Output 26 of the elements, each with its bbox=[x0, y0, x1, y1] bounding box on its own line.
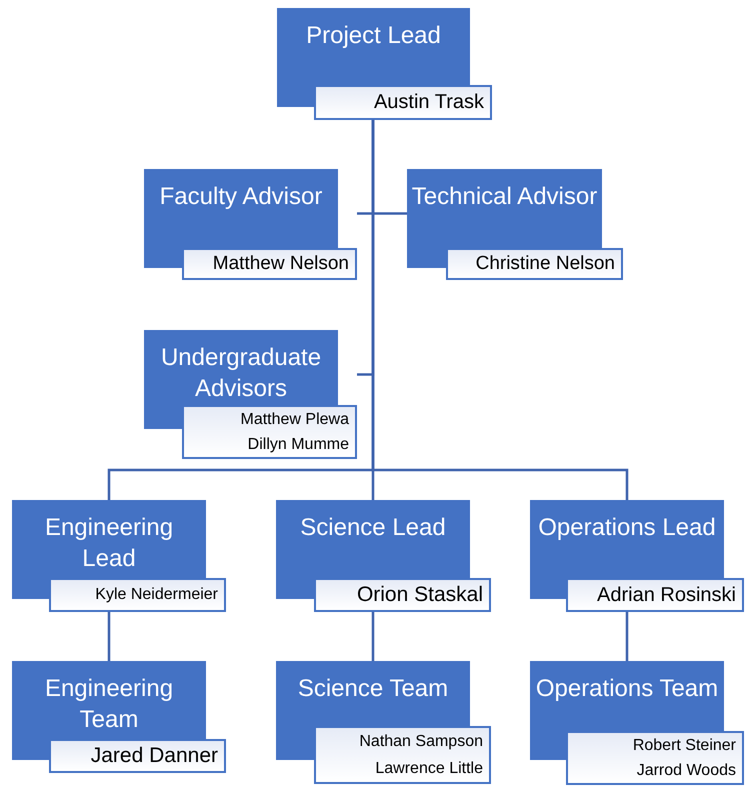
role-title: Engineering Lead bbox=[44, 513, 174, 574]
person-name: Matthew Plewa bbox=[240, 410, 349, 430]
role-title: Engineering Team bbox=[44, 674, 174, 735]
role-title: Project Lead bbox=[306, 21, 441, 51]
connector-line bbox=[626, 612, 628, 661]
person-name: Jared Danner bbox=[90, 742, 218, 769]
role-title: Science Lead bbox=[300, 513, 446, 543]
role-title: Technical Advisor bbox=[412, 182, 598, 212]
person-name: Austin Trask bbox=[374, 90, 484, 115]
person-name: Kyle Neidermeier bbox=[95, 585, 218, 605]
person-name: Christine Nelson bbox=[476, 252, 615, 276]
role-title: Faculty Advisor bbox=[160, 182, 322, 212]
person-name: Nathan Sampson bbox=[359, 732, 483, 752]
role-title: Operations Lead bbox=[538, 513, 716, 543]
person-name: Orion Staskal bbox=[356, 582, 483, 608]
person-name: Jarrod Woods bbox=[636, 760, 736, 780]
person-name: Matthew Nelson bbox=[212, 252, 349, 276]
role-title: Undergraduate Advisors bbox=[160, 343, 322, 404]
role-title: Science Team bbox=[298, 674, 448, 704]
person-name: Adrian Rosinski bbox=[597, 582, 736, 608]
connector-line bbox=[372, 612, 374, 661]
person-name: Lawrence Little bbox=[375, 758, 483, 778]
connector-line bbox=[108, 612, 110, 661]
person-name: Dillyn Mumme bbox=[248, 434, 349, 454]
role-title: Operations Team bbox=[536, 674, 718, 704]
person-name: Robert Steiner bbox=[632, 736, 736, 756]
